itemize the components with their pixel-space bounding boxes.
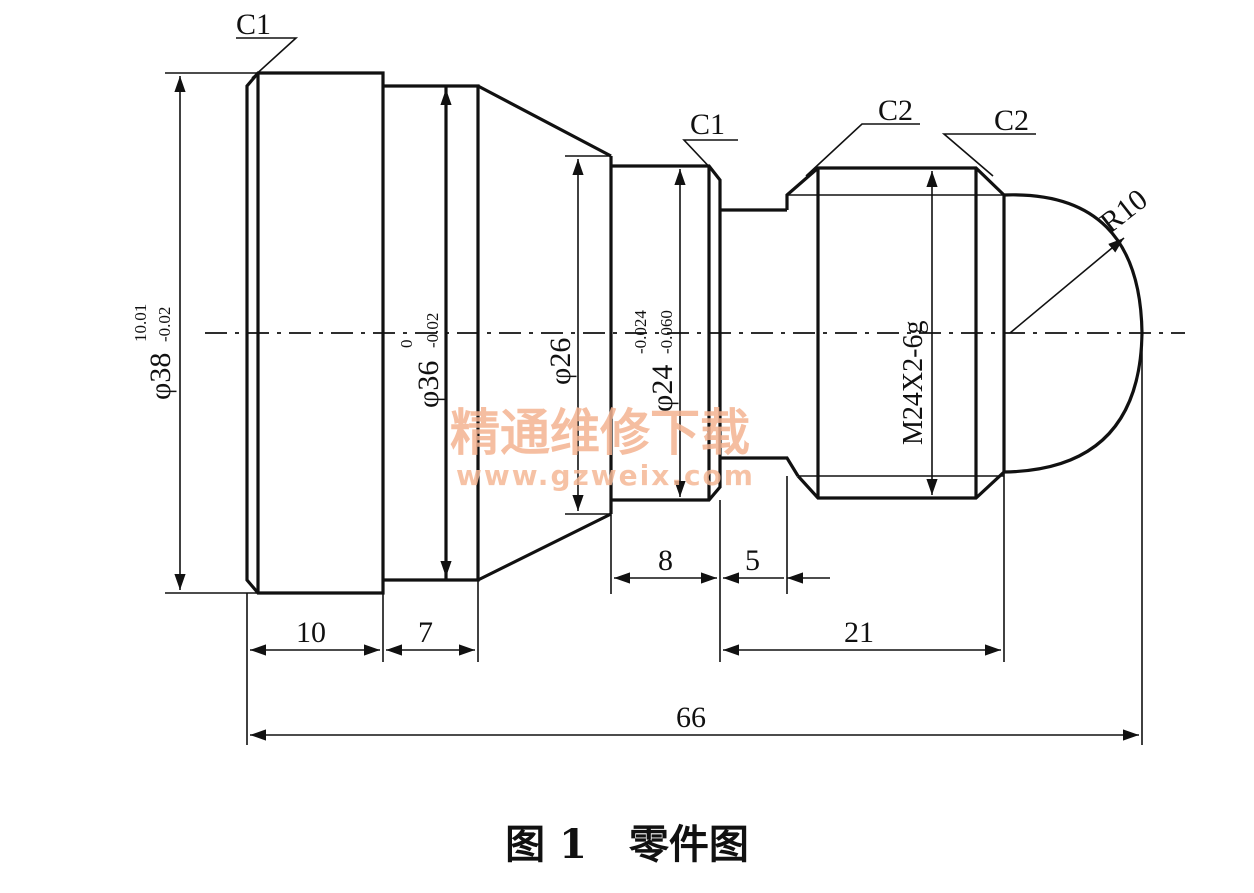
diameter-d24-lower: -0.060	[657, 310, 676, 354]
diameter-d36-label: φ36	[412, 361, 445, 408]
chamfer-middle-label: C1	[690, 108, 725, 141]
section-undercut	[720, 208, 800, 477]
watermark-url: www.gzweix.com	[456, 459, 755, 492]
chamfer-leaders: C1 C1 C2 C2	[236, 8, 1036, 177]
chamfer-thread-left-label: C2	[878, 94, 913, 127]
figure-number: 图 1	[505, 821, 587, 868]
diameter-dimensions: φ38 10.01 -0.02 φ36 0 -0.02 φ26 φ24 -0.0…	[131, 72, 938, 594]
chamfer-left-label: C1	[236, 8, 271, 41]
diameter-d26-label: φ26	[544, 338, 577, 385]
length-5-label: 5	[745, 544, 760, 577]
thread-label: M24X2-6g	[898, 321, 929, 445]
figure-title: 零件图	[628, 821, 749, 868]
diameter-d38-upper: 10.01	[131, 304, 150, 342]
watermark: 精通维修下载 www.gzweix.com	[450, 404, 755, 492]
length-21-label: 21	[844, 616, 874, 649]
chamfer-thread-right-label: C2	[994, 104, 1029, 137]
diameter-d24-label: φ24	[646, 365, 679, 412]
length-8-label: 8	[658, 544, 673, 577]
watermark-title: 精通维修下载	[450, 404, 750, 462]
radius-label: R10	[1094, 183, 1154, 240]
diameter-d38-label: φ38	[144, 353, 177, 400]
diameter-d36-upper: 0	[397, 340, 416, 349]
diameter-d38-lower: -0.02	[155, 307, 174, 342]
length-66-label: 66	[676, 701, 706, 734]
length-dimensions: 8 5 10 7 21 66	[246, 333, 1143, 745]
length-7-label: 7	[418, 616, 433, 649]
diameter-d36-lower: -0.02	[423, 313, 442, 348]
figure-caption: 图 1 零件图	[0, 812, 1254, 870]
radius-dimension: R10	[1009, 183, 1154, 334]
section-cone	[477, 84, 612, 582]
length-10-label: 10	[296, 616, 326, 649]
diameter-d24-upper: -0.024	[631, 310, 650, 354]
